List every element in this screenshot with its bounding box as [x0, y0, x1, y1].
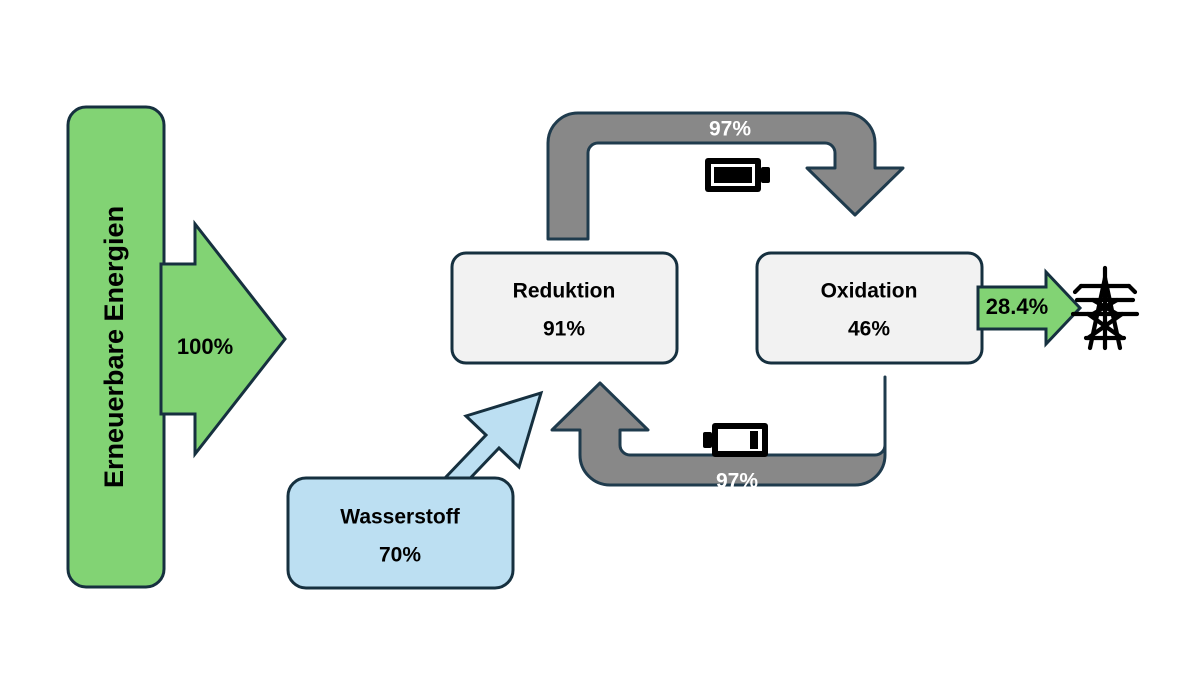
discharge-arrow[interactable]: 97%	[550, 375, 887, 493]
output-arrow-label: 28.4%	[986, 294, 1048, 319]
discharge-arrow-label: 97%	[716, 470, 758, 493]
source-block[interactable]: Erneuerbare Energien	[66, 105, 166, 589]
node-reduktion-rect	[450, 251, 679, 365]
battery-full-terminal	[761, 167, 770, 183]
hydrogen-arrow[interactable]	[442, 390, 544, 494]
discharge-arrow-shape	[550, 375, 887, 487]
input-arrow-shape	[159, 219, 287, 459]
node-wasserstoff-title: Wasserstoff	[340, 506, 460, 529]
source-block-label: Erneuerbare Energien	[99, 206, 129, 488]
charge-arrow-label: 97%	[709, 118, 751, 141]
hydrogen-arrow-shape	[442, 390, 544, 494]
charge-arrow-shape	[546, 111, 905, 241]
input-arrow[interactable]: 100%	[159, 219, 287, 459]
charge-arrow[interactable]: 97%	[546, 111, 905, 241]
node-oxidation-value: 46%	[848, 318, 890, 341]
battery-empty-terminal	[703, 432, 712, 448]
node-oxidation[interactable]: Oxidation 46%	[755, 251, 984, 365]
node-reduktion-value: 91%	[543, 318, 585, 341]
pylon-arm-top-tip-r	[1126, 283, 1138, 295]
node-reduktion[interactable]: Reduktion 91%	[450, 251, 679, 365]
battery-full-fill	[714, 167, 752, 183]
pylon-arm-top-tip-l	[1072, 283, 1084, 295]
node-oxidation-title: Oxidation	[821, 280, 918, 303]
input-arrow-label: 100%	[177, 334, 233, 359]
battery-empty-fill	[750, 431, 758, 449]
output-arrow[interactable]: 28.4%	[976, 268, 1083, 348]
battery-empty-icon	[703, 423, 768, 457]
node-reduktion-title: Reduktion	[513, 280, 616, 303]
power-pylon-icon	[1070, 265, 1140, 351]
node-wasserstoff-rect	[286, 476, 515, 590]
battery-full-icon	[705, 158, 770, 192]
output-arrow-shape	[976, 268, 1083, 348]
node-wasserstoff[interactable]: Wasserstoff 70%	[286, 476, 515, 590]
node-oxidation-rect	[755, 251, 984, 365]
node-wasserstoff-value: 70%	[379, 544, 421, 567]
